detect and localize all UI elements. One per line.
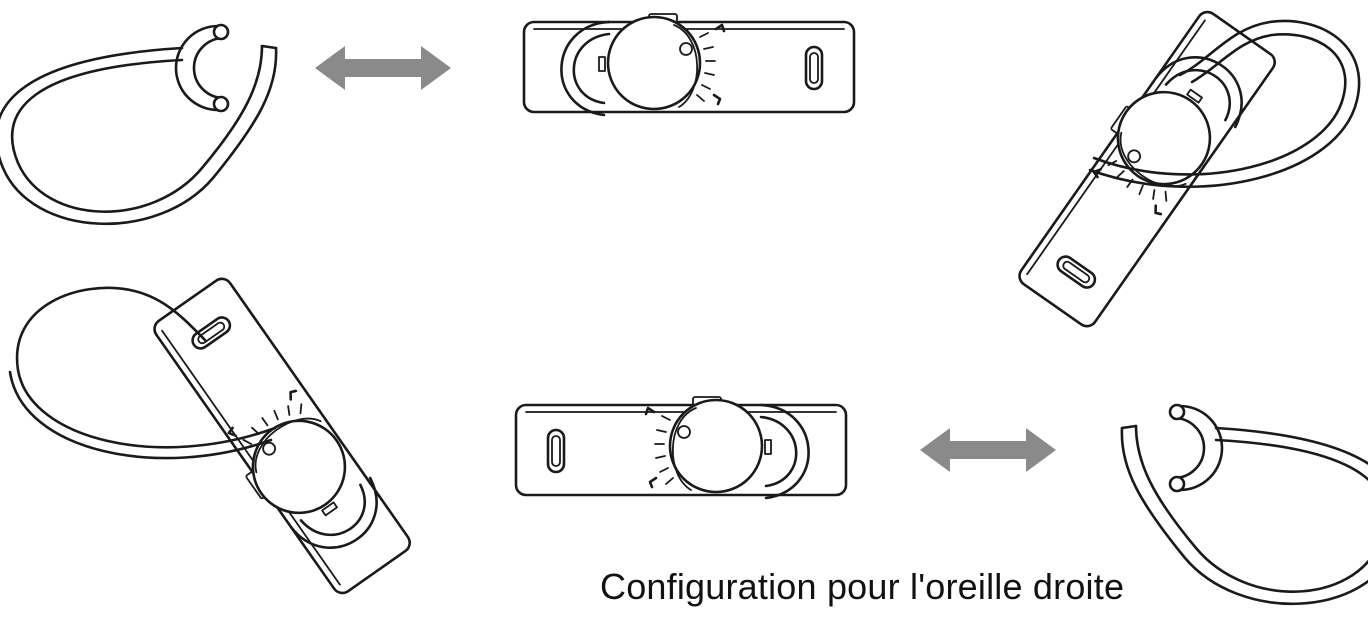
headset-icon — [516, 397, 846, 498]
headset-with-hook-icon — [1009, 4, 1281, 332]
double-arrow-icon — [315, 46, 451, 90]
caption-right-ear: Configuration pour l'oreille droite — [600, 566, 1160, 608]
ear-hook-icon — [0, 25, 276, 224]
double-arrow-icon — [920, 428, 1056, 472]
headset-icon — [524, 14, 854, 115]
headset-with-hook-icon — [144, 273, 416, 601]
